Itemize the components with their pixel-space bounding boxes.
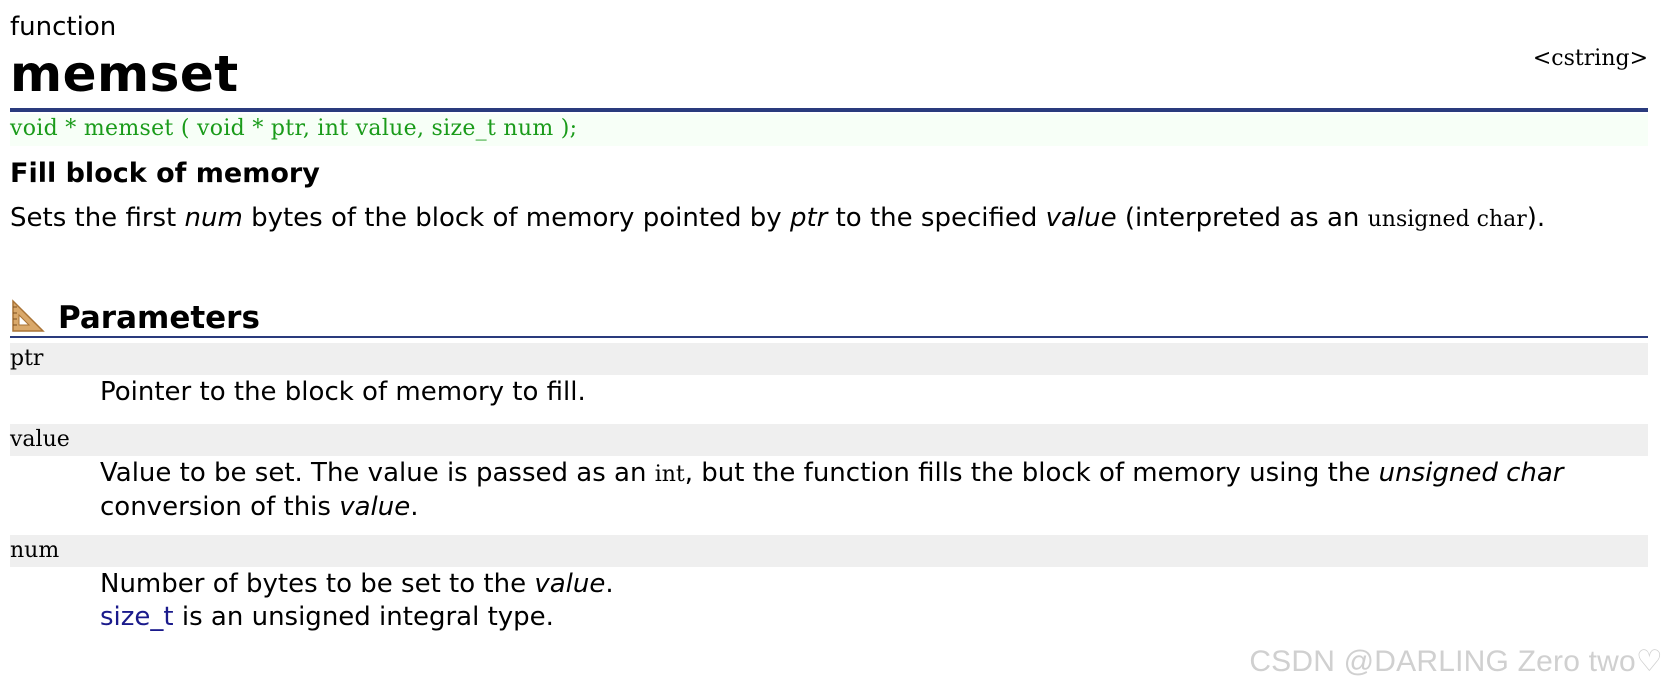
param-name: ptr bbox=[10, 343, 1648, 375]
param-emphasis: value bbox=[534, 569, 606, 599]
param-desc-text: , but the function fills the block of me… bbox=[684, 458, 1379, 488]
desc-text-3: to the specified bbox=[827, 203, 1046, 233]
desc-ptr-term: ptr bbox=[789, 203, 828, 233]
param-desc-text: Number of bytes to be set to the bbox=[100, 569, 535, 599]
param-description: Value to be set. The value is passed as … bbox=[100, 457, 1648, 524]
function-description: Sets the first num bytes of the block of… bbox=[10, 200, 1545, 238]
param-description: Number of bytes to be set to the value. s… bbox=[100, 568, 1648, 634]
entity-kind: function bbox=[10, 12, 117, 42]
function-prototype: void * memset ( void * ptr, int value, s… bbox=[10, 114, 1648, 146]
param-desc-text: . bbox=[410, 492, 419, 522]
param-desc-text: conversion of this bbox=[100, 492, 340, 522]
param-ptr: ptr Pointer to the block of memory to fi… bbox=[10, 343, 1648, 409]
desc-text-4: (interpreted as an bbox=[1116, 203, 1368, 233]
parameters-heading: Parameters bbox=[58, 300, 260, 336]
param-value: value Value to be set. The value is pass… bbox=[10, 424, 1648, 524]
parameters-divider bbox=[10, 336, 1648, 338]
function-summary: Fill block of memory bbox=[10, 158, 320, 189]
param-name: value bbox=[10, 424, 1648, 456]
page-title: memset bbox=[10, 45, 239, 103]
desc-value-term: value bbox=[1045, 203, 1117, 233]
parameters-section-header: Parameters bbox=[10, 298, 1648, 340]
param-description: Pointer to the block of memory to fill. bbox=[100, 377, 586, 407]
param-emphasis: unsigned char bbox=[1378, 458, 1564, 488]
desc-text-1: Sets the first bbox=[10, 203, 185, 233]
param-code-type: int bbox=[654, 462, 685, 487]
watermark: CSDN @DARLING Zero two♡ bbox=[1249, 645, 1663, 678]
header-file-link[interactable]: <cstring> bbox=[1532, 46, 1648, 71]
desc-num-term: num bbox=[184, 203, 243, 233]
desc-text-2: bytes of the block of memory pointed by bbox=[242, 203, 790, 233]
desc-code-type: unsigned char bbox=[1367, 207, 1527, 232]
param-desc-text: . bbox=[605, 569, 614, 599]
param-num: num Number of bytes to be set to the val… bbox=[10, 535, 1648, 634]
param-desc-text: is an unsigned integral type. bbox=[173, 602, 554, 632]
param-name: num bbox=[10, 535, 1648, 567]
param-emphasis: value bbox=[339, 492, 411, 522]
set-square-ruler-icon bbox=[12, 299, 45, 332]
title-divider bbox=[10, 108, 1648, 112]
param-desc-text: Value to be set. The value is passed as … bbox=[100, 458, 655, 488]
size-t-link[interactable]: size_t bbox=[100, 602, 174, 632]
desc-text-5: ). bbox=[1526, 203, 1546, 233]
